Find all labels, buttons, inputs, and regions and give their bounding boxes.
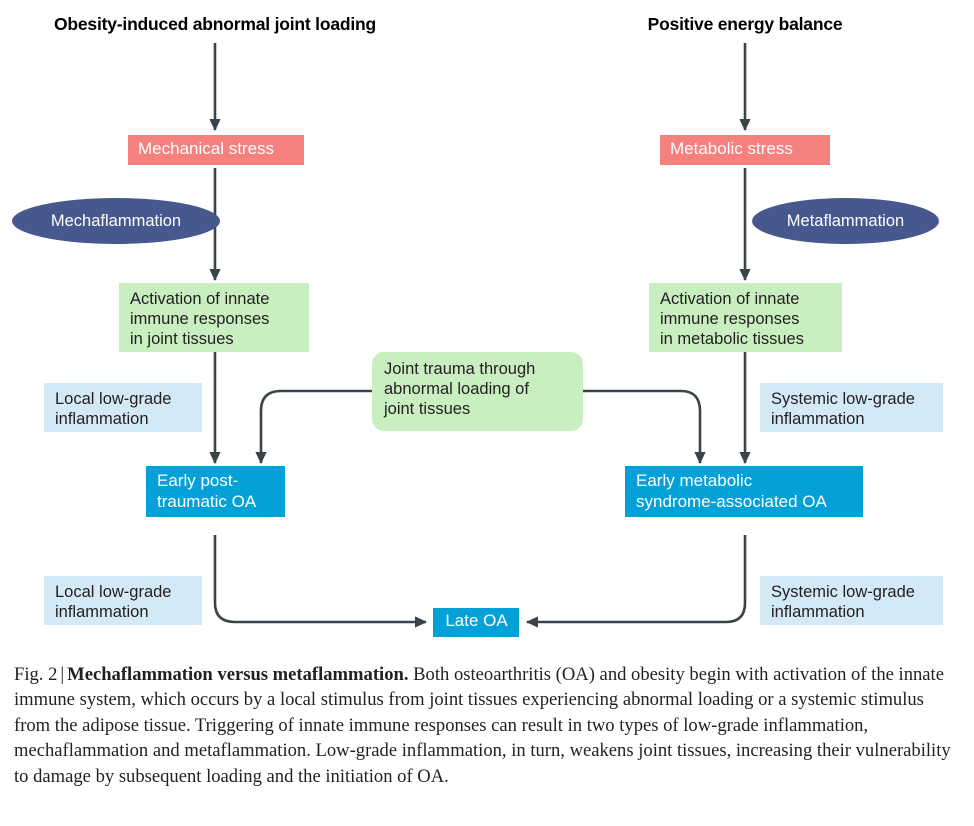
local-low-grade-inflammation-lower: Local low-grade inflammation [44,576,202,625]
mechaflammation-ellipse: Mechaflammation [12,198,220,244]
left-column-heading: Obesity-induced abnormal joint loading [53,14,376,35]
caption-title: Mechaflammation versus metaflammation. [67,664,409,685]
activation-innate-metabolic-box: Activation of innate immune responses in… [649,283,842,352]
local-low-grade-inflammation-upper: Local low-grade inflammation [44,383,202,432]
activation-innate-joint-box: Activation of innate immune responses in… [119,283,309,352]
figure-diagram: Obesity-induced abnormal joint loading P… [12,14,943,637]
right-column-heading: Positive energy balance [647,14,843,35]
metaflammation-ellipse: Metaflammation [752,198,939,244]
metabolic-stress-box: Metabolic stress [660,135,830,165]
mechanical-stress-box: Mechanical stress [128,135,304,165]
early-metabolic-syndrome-oa-box: Early metabolic syndrome-associated OA [625,466,863,517]
early-post-traumatic-oa-box: Early post- traumatic OA [146,466,285,517]
figure-caption: Fig. 2|Mechaflammation versus metaflamma… [14,662,960,789]
systemic-low-grade-inflammation-lower: Systemic low-grade inflammation [760,576,943,625]
late-oa-box: Late OA [433,608,519,637]
caption-figure-number: Fig. 2 [14,664,58,685]
joint-trauma-box: Joint trauma through abnormal loading of… [372,352,583,431]
caption-separator: | [60,664,65,685]
systemic-low-grade-inflammation-upper: Systemic low-grade inflammation [760,383,943,432]
caption-body: Both osteoarthritis (OA) and obesity beg… [14,664,951,787]
